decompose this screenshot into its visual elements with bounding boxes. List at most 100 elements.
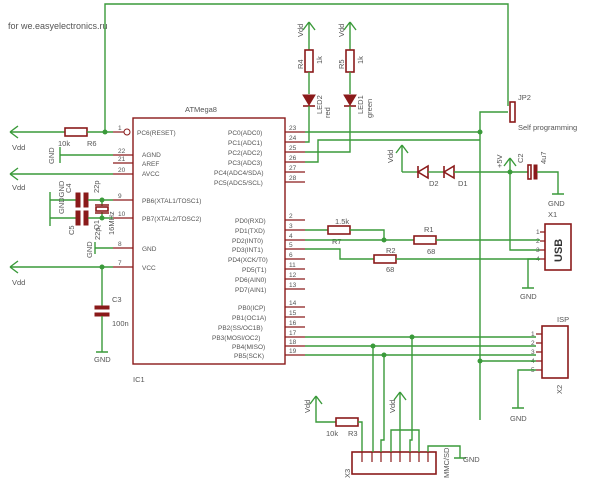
svg-text:22p: 22p <box>92 180 101 193</box>
svg-text:100n: 100n <box>112 319 129 328</box>
svg-text:PD0(RXD): PD0(RXD) <box>235 218 266 225</box>
junction-xtal2 <box>99 215 105 221</box>
resistor-r2: R2 68 <box>373 246 540 274</box>
pin-left-agnd: 22 AGND <box>113 148 161 159</box>
wire-pd3 <box>305 248 374 260</box>
svg-text:PB3(MOSI/OC2): PB3(MOSI/OC2) <box>212 335 260 342</box>
resistor-r6: 10k R6 <box>58 127 113 148</box>
svg-text:17: 17 <box>289 330 297 337</box>
pin-left-xtal2: 10 PB7(XTAL2/TOSC2) <box>113 211 201 223</box>
wire-mmc-gnd <box>427 445 466 459</box>
svg-text:R6: R6 <box>87 139 97 148</box>
svg-text:R7: R7 <box>332 237 342 246</box>
svg-text:PD5(T1): PD5(T1) <box>242 267 267 274</box>
mcu-left-pins: 1 PC6(RESET) 22 AGND 21 AREF 20 AVCC 9 P… <box>113 125 201 272</box>
svg-text:R2: R2 <box>386 246 396 255</box>
connector-x1-usb: X1 USB 1 2 3 4 <box>536 210 572 271</box>
svg-text:Vdd: Vdd <box>337 24 346 37</box>
pin-left-xtal1: 9 PB6(XTAL1/TOSC1) <box>113 193 201 205</box>
svg-text:MMC/SD: MMC/SD <box>442 447 451 478</box>
svg-text:1: 1 <box>531 331 535 338</box>
svg-text:4u7: 4u7 <box>539 151 548 164</box>
svg-text:PC3(ADC3): PC3(ADC3) <box>228 160 262 167</box>
vdd-arrow-r4: Vdd <box>296 21 316 50</box>
svg-text:R3: R3 <box>348 429 358 438</box>
svg-text:3: 3 <box>289 223 293 230</box>
svg-text:PD1(TXD): PD1(TXD) <box>235 228 265 235</box>
svg-text:Self programming: Self programming <box>518 123 577 132</box>
svg-text:2: 2 <box>531 340 535 347</box>
junction-pd2 <box>381 237 387 243</box>
svg-text:red: red <box>323 107 332 118</box>
svg-text:Q1: Q1 <box>92 220 101 230</box>
svg-text:R4: R4 <box>296 59 305 69</box>
gnd-mmc-label: GND <box>463 455 480 464</box>
svg-text:Vdd: Vdd <box>12 143 25 152</box>
connector-x2-isp: ISP X2 1 2 3 4 5 <box>531 315 569 394</box>
reset-inversion-circle <box>123 128 131 136</box>
svg-text:R1: R1 <box>424 225 434 234</box>
resistor-r3: 10k R3 <box>326 417 363 452</box>
svg-text:10k: 10k <box>326 429 338 438</box>
gnd-isp-label: GND <box>510 414 527 423</box>
vdd-arrow-r5: Vdd <box>337 21 357 50</box>
svg-text:12: 12 <box>289 272 297 279</box>
svg-text:X1: X1 <box>548 210 557 219</box>
svg-text:PC4(ADC4/SDA): PC4(ADC4/SDA) <box>214 170 263 177</box>
capacitor-c5: C5 22p <box>50 210 113 240</box>
svg-text:Vdd: Vdd <box>296 24 305 37</box>
svg-text:19: 19 <box>289 348 297 355</box>
resistor-r1: R1 68 <box>413 225 540 256</box>
junction-vcc <box>99 264 105 270</box>
svg-text:PC6(RESET): PC6(RESET) <box>137 130 176 137</box>
svg-text:D1: D1 <box>458 179 468 188</box>
svg-text:PC1(ADC1): PC1(ADC1) <box>228 140 262 147</box>
pin-left-avcc: 20 AVCC <box>113 167 160 178</box>
diode-d1: D1 <box>442 164 510 188</box>
svg-text:GND: GND <box>47 147 56 164</box>
svg-text:Vdd: Vdd <box>388 400 397 413</box>
svg-text:+5V: +5V <box>495 154 504 168</box>
wire-pc3 <box>305 139 480 163</box>
pin-left-reset: 1 PC6(RESET) <box>113 125 176 137</box>
svg-text:10k: 10k <box>58 139 70 148</box>
svg-text:25: 25 <box>289 145 297 152</box>
svg-text:68: 68 <box>386 265 394 274</box>
mcu-name: ATMega8 <box>185 105 217 114</box>
svg-text:PD7(AIN1): PD7(AIN1) <box>235 287 266 294</box>
jumper-jp2: JP2 Self programming <box>479 93 577 420</box>
wire-mmc-mosi <box>409 337 413 452</box>
vdd-arrow-vcc: Vdd <box>9 260 113 287</box>
mcu-body <box>132 117 286 365</box>
svg-text:X2: X2 <box>555 385 564 394</box>
svg-text:JP2: JP2 <box>518 93 531 102</box>
svg-text:PB0(ICP): PB0(ICP) <box>238 305 265 312</box>
svg-text:23: 23 <box>289 125 297 132</box>
svg-text:3: 3 <box>531 349 535 356</box>
svg-text:C5: C5 <box>67 225 76 235</box>
svg-text:R5: R5 <box>337 59 346 69</box>
svg-text:7: 7 <box>118 260 122 267</box>
pin-left-aref: 21 AREF <box>113 156 159 168</box>
svg-text:22p: 22p <box>93 227 102 240</box>
capacitor-c2: C2 4u7 GND <box>510 151 565 208</box>
diode-d2: D2 <box>402 164 444 188</box>
svg-text:28: 28 <box>289 175 297 182</box>
svg-text:D2: D2 <box>429 179 439 188</box>
svg-text:18: 18 <box>289 339 297 346</box>
svg-text:PD3(INT1): PD3(INT1) <box>232 247 263 254</box>
pin-left-gnd: 8 GND <box>113 241 157 253</box>
credit-text: for we.easyelectronics.ru <box>8 21 108 31</box>
pin-left-vcc: 7 VCC <box>113 260 156 272</box>
svg-text:13: 13 <box>289 282 297 289</box>
svg-text:PC0(ADC0): PC0(ADC0) <box>228 130 262 137</box>
